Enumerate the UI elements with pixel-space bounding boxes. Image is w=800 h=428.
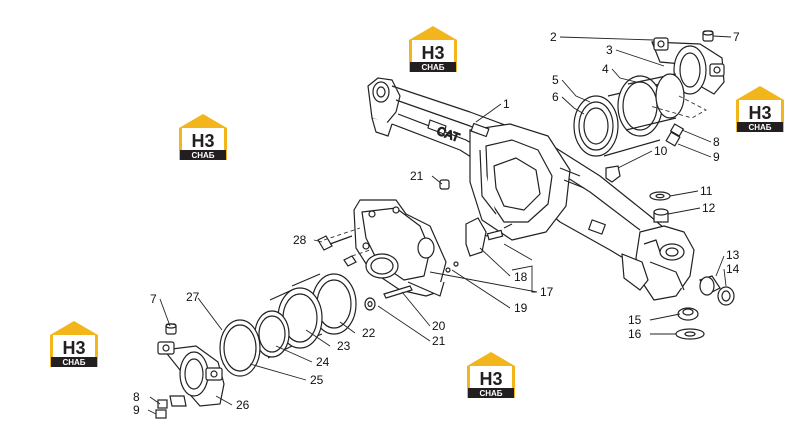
assembly-lines xyxy=(323,95,707,257)
logo-text-bottom: СНАБ xyxy=(421,63,444,72)
callout-5: 5 xyxy=(552,73,559,87)
logo-text-bottom: СНАБ xyxy=(191,151,214,160)
watermark-logo: Н3 СНАБ xyxy=(179,114,227,160)
logo-text-bottom: СНАБ xyxy=(479,389,502,398)
pins-20-21 xyxy=(364,285,413,311)
watermark-logo: Н3 СНАБ xyxy=(467,352,515,398)
callout-7-bottom: 7 xyxy=(150,292,157,306)
logo-text-top: Н3 xyxy=(62,338,85,358)
watermark-logo: Н3 СНАБ xyxy=(736,86,784,132)
callout-15: 15 xyxy=(628,313,642,327)
logo-text-top: Н3 xyxy=(748,103,771,123)
callout-14: 14 xyxy=(726,262,740,276)
watermark-logo: Н3 СНАБ xyxy=(50,321,98,367)
callout-2: 2 xyxy=(550,30,557,44)
callout-1: 1 xyxy=(503,97,510,111)
washers-11-12 xyxy=(649,191,671,223)
callout-26: 26 xyxy=(236,398,250,412)
callout-8-bottom: 8 xyxy=(133,390,140,404)
callout-27: 27 xyxy=(186,290,200,304)
callout-16: 16 xyxy=(628,327,642,341)
leader-lines xyxy=(147,35,732,415)
logo-text-bottom: СНАБ xyxy=(748,123,771,132)
logo-text-top: Н3 xyxy=(479,369,502,389)
ring-set-bottom xyxy=(219,273,357,377)
callout-10: 10 xyxy=(654,144,668,158)
callout-22: 22 xyxy=(362,326,376,340)
callout-19: 19 xyxy=(514,301,528,315)
callout-6: 6 xyxy=(552,90,559,104)
bolt-7-top xyxy=(702,30,714,42)
watermark-logo: Н3 СНАБ xyxy=(409,26,457,72)
ring-set-top xyxy=(573,73,685,157)
callout-25: 25 xyxy=(310,373,324,387)
callout-12: 12 xyxy=(702,201,716,215)
callout-4: 4 xyxy=(602,62,609,76)
logo-text-top: Н3 xyxy=(191,131,214,151)
callout-3: 3 xyxy=(606,43,613,57)
callout-21-bottom: 21 xyxy=(432,334,446,348)
bolt-7-bottom xyxy=(165,323,177,335)
callout-13: 13 xyxy=(726,248,740,262)
callout-7-top: 7 xyxy=(733,30,740,44)
callout-9-top: 9 xyxy=(713,150,720,164)
bushings-13-14 xyxy=(699,275,735,306)
fittings-8-9-10 xyxy=(605,123,685,183)
callout-21-top: 21 xyxy=(410,169,424,183)
callout-23: 23 xyxy=(337,339,351,353)
callout-20: 20 xyxy=(432,319,446,333)
callout-8-top: 8 xyxy=(713,135,720,149)
axle-housing: CAT xyxy=(367,77,695,301)
bolts-21-28 xyxy=(317,179,450,267)
callouts: 2 3 4 5 6 7 1 8 9 10 11 12 21 28 13 14 1… xyxy=(133,30,740,417)
bearing-cap-top xyxy=(651,37,725,95)
callout-11: 11 xyxy=(700,184,713,198)
callout-18: 18 xyxy=(514,270,528,284)
logo-text-bottom: СНАБ xyxy=(62,358,85,367)
callout-17: 17 xyxy=(540,285,554,299)
bearing-cap-17-18 xyxy=(445,217,513,273)
washers-15-16 xyxy=(675,307,705,340)
logo-text-top: Н3 xyxy=(421,43,444,63)
callout-24: 24 xyxy=(316,355,330,369)
callout-9-bottom: 9 xyxy=(133,403,140,417)
bearing-cap-bottom xyxy=(157,341,225,407)
carrier-housing xyxy=(353,199,447,297)
callout-28: 28 xyxy=(293,233,307,247)
